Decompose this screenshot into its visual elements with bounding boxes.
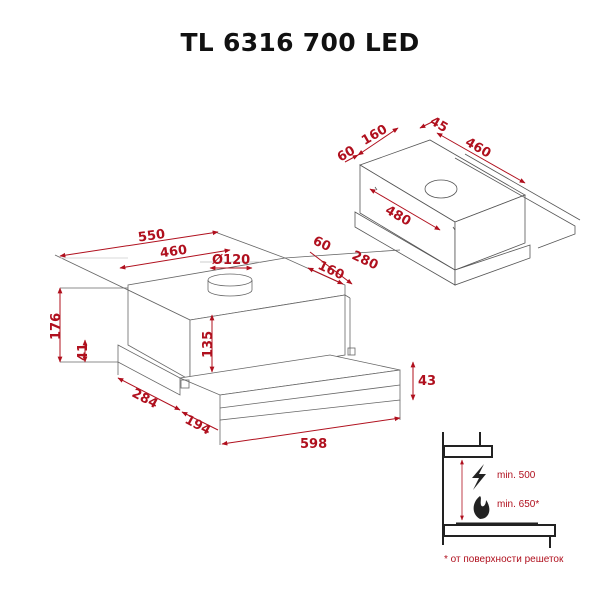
top-view-dimensions <box>344 121 526 231</box>
dim-194: 194 <box>182 413 213 439</box>
min-gas-label: min. 650* <box>497 499 539 510</box>
dim-284: 284 <box>129 386 160 412</box>
footnote: * от поверхности решеток <box>444 554 564 565</box>
dim-550: 550 <box>137 227 166 246</box>
dim-41: 41 <box>76 343 91 361</box>
install-diagram <box>442 432 556 548</box>
dim-top-160: 160 <box>359 122 390 149</box>
dim-43: 43 <box>418 374 436 389</box>
dim-460: 460 <box>159 243 188 262</box>
dim-135: 135 <box>201 331 216 358</box>
dim-top-60: 60 <box>335 143 358 165</box>
dim-60: 60 <box>310 234 333 255</box>
main-view-drawing <box>54 231 401 445</box>
dim-top-45: 45 <box>427 114 450 136</box>
main-view-dimensions <box>57 230 416 446</box>
flame-icon <box>473 496 490 519</box>
product-title: TL 6316 700 LED <box>180 28 420 57</box>
lightning-icon <box>472 464 486 490</box>
min-electric-label: min. 500 <box>497 470 536 481</box>
dim-598: 598 <box>300 437 327 452</box>
dim-top-460: 460 <box>462 135 493 162</box>
dim-diameter-120: Ø120 <box>212 253 250 268</box>
dim-176: 176 <box>49 313 64 340</box>
